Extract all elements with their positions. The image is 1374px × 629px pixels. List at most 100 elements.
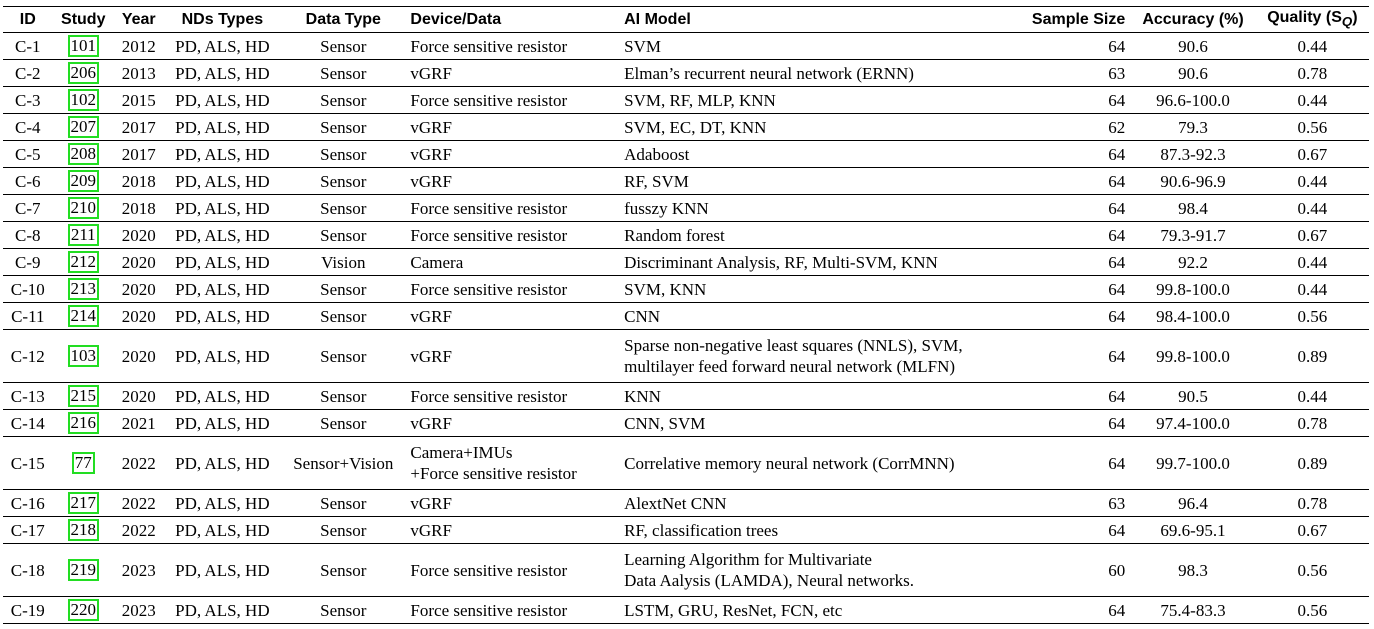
cell-sample-size: 64 — [1013, 194, 1131, 223]
citation-link[interactable]: 207 — [67, 116, 99, 139]
citation-link[interactable]: 101 — [67, 35, 99, 58]
cell-id: C-5 — [3, 140, 53, 169]
cell-device: Force sensitive resistor — [405, 221, 605, 250]
cell-study: 103 — [52, 329, 114, 384]
citation-link[interactable]: 218 — [67, 519, 99, 542]
cell-year: 2013 — [113, 59, 164, 88]
cell-device-line: vGRF — [410, 117, 452, 137]
citation-link[interactable]: 206 — [67, 62, 99, 85]
cell-data-type: Sensor — [281, 59, 406, 88]
cell-ai-model-line: SVM — [624, 36, 661, 56]
cell-quality: 0.67 — [1255, 140, 1369, 169]
citation-link[interactable]: 216 — [67, 412, 99, 435]
cell-sample-size: 64 — [1013, 32, 1131, 61]
cell-accuracy: 99.8-100.0 — [1130, 275, 1256, 304]
cell-sample-size: 63 — [1013, 59, 1131, 88]
cell-study: 208 — [52, 140, 114, 169]
citation-link[interactable]: 215 — [67, 385, 99, 408]
cell-accuracy: 90.6 — [1130, 32, 1256, 61]
cell-id: C-11 — [3, 302, 53, 331]
citation-link[interactable]: 103 — [67, 345, 99, 368]
cell-sample-size: 64 — [1013, 167, 1131, 196]
cell-device: vGRF — [405, 167, 605, 196]
citation-link[interactable]: 209 — [67, 170, 99, 193]
cell-id: C-10 — [3, 275, 53, 304]
citation-link[interactable]: 213 — [67, 278, 99, 301]
cell-nds-types: PD, ALS, HD — [163, 329, 282, 384]
cell-accuracy: 75.4-83.3 — [1130, 596, 1256, 625]
cell-ai-model-line: Data Aalysis (LAMDA), Neural networks. — [624, 571, 915, 591]
cell-data-type: Vision — [281, 248, 406, 277]
cell-nds-types: PD, ALS, HD — [163, 140, 282, 169]
cell-id: C-6 — [3, 167, 53, 196]
cell-year: 2015 — [113, 86, 164, 115]
cell-sample-size: 64 — [1013, 516, 1131, 545]
cell-device: Force sensitive resistor — [405, 382, 605, 411]
cell-ai-model-line: Adaboost — [624, 144, 690, 164]
cell-ai-model-line: Correlative memory neural network (CorrM… — [624, 453, 955, 473]
cell-year: 2020 — [113, 382, 164, 411]
header-quality-close: ) — [1352, 9, 1358, 26]
cell-ai-model-line: SVM, KNN — [624, 279, 707, 299]
header-accuracy: Accuracy (%) — [1130, 5, 1256, 34]
cell-accuracy: 92.2 — [1130, 248, 1256, 277]
cell-device-line: vGRF — [410, 63, 452, 83]
cell-sample-size: 64 — [1013, 140, 1131, 169]
cell-ai-model-line: Sparse non-negative least squares (NNLS)… — [624, 336, 963, 356]
cell-ai-model-line: LSTM, GRU, ResNet, FCN, etc — [624, 600, 843, 620]
citation-link[interactable]: 212 — [67, 251, 99, 274]
cell-data-type: Sensor — [281, 275, 406, 304]
cell-device-line: Force sensitive resistor — [410, 90, 568, 110]
cell-ai-model: Random forest — [604, 221, 1014, 250]
cell-ai-model-line: KNN — [624, 386, 661, 406]
cell-device-line: Force sensitive resistor — [410, 198, 568, 218]
cell-study: 213 — [52, 275, 114, 304]
cell-study: 210 — [52, 194, 114, 223]
cell-quality: 0.78 — [1255, 59, 1369, 88]
cell-data-type: Sensor — [281, 596, 406, 625]
cell-device: Force sensitive resistor — [405, 86, 605, 115]
cell-quality: 0.67 — [1255, 221, 1369, 250]
header-nds-types: NDs Types — [163, 5, 282, 34]
citation-link[interactable]: 208 — [67, 143, 99, 166]
cell-nds-types: PD, ALS, HD — [163, 409, 282, 438]
cell-accuracy: 97.4-100.0 — [1130, 409, 1256, 438]
cell-ai-model: KNN — [604, 382, 1014, 411]
header-year: Year — [113, 5, 164, 34]
cell-sample-size: 64 — [1013, 275, 1131, 304]
cell-quality: 0.89 — [1255, 329, 1369, 384]
citation-link[interactable]: 217 — [67, 492, 99, 515]
cell-accuracy: 99.8-100.0 — [1130, 329, 1256, 384]
cell-ai-model-line: fusszy KNN — [624, 198, 709, 218]
cell-year: 2017 — [113, 113, 164, 142]
cell-study: 215 — [52, 382, 114, 411]
citation-link[interactable]: 220 — [67, 599, 99, 622]
cell-quality: 0.44 — [1255, 382, 1369, 411]
cell-study: 77 — [52, 436, 114, 491]
citation-link[interactable]: 214 — [67, 305, 99, 328]
cell-data-type: Sensor — [281, 543, 406, 598]
header-quality: Quality (SQ) — [1255, 5, 1369, 34]
cell-ai-model: AlextNet CNN — [604, 489, 1014, 518]
table-header-row: ID Study Year NDs Types Data Type Device… — [3, 5, 1369, 34]
cell-quality: 0.44 — [1255, 167, 1369, 196]
cell-device-line: +Force sensitive resistor — [410, 464, 577, 484]
citation-link[interactable]: 210 — [67, 197, 99, 220]
cell-quality: 0.78 — [1255, 409, 1369, 438]
cell-id: C-8 — [3, 221, 53, 250]
cell-device: vGRF — [405, 516, 605, 545]
cell-ai-model-line: CNN — [624, 306, 661, 326]
citation-link[interactable]: 211 — [67, 224, 99, 247]
citation-link[interactable]: 219 — [67, 559, 99, 582]
cell-id: C-4 — [3, 113, 53, 142]
cell-study: 214 — [52, 302, 114, 331]
cell-device: vGRF — [405, 140, 605, 169]
citation-link[interactable]: 102 — [67, 89, 99, 112]
cell-device-line: Camera+IMUs — [410, 443, 513, 463]
cell-year: 2022 — [113, 516, 164, 545]
cell-id: C-3 — [3, 86, 53, 115]
citation-link[interactable]: 77 — [71, 452, 95, 475]
